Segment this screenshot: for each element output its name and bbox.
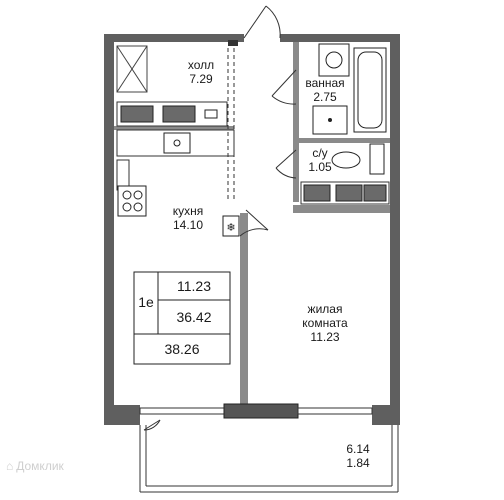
watermark-text: Домклик: [16, 459, 64, 473]
summary-table: [133, 271, 231, 365]
summary-living-area: 11.23: [177, 278, 211, 294]
living-room-label: жилая комната 11.23: [290, 302, 360, 344]
bottom-windows: [139, 403, 373, 419]
wall-top-left: [104, 34, 244, 42]
wardrobe: [116, 45, 148, 93]
exterior-walls: [104, 34, 400, 425]
living-area: 11.23: [310, 330, 340, 344]
hall-label: холл 7.29: [178, 58, 224, 86]
balcony-door: [143, 419, 161, 431]
wall-bath-wc: [293, 138, 390, 143]
wall-bottom-left: [104, 405, 140, 425]
summary-total-area: 36.42: [176, 309, 212, 325]
corridor-cabinets: [300, 181, 390, 205]
watermark: ⌂ Домклик: [6, 459, 64, 473]
living-name-2: комната: [302, 316, 348, 330]
bathroom-name: ванная: [305, 76, 345, 90]
entry-door: [243, 5, 281, 39]
living-name-1: жилая: [307, 302, 343, 316]
ventilation-icon: ❄: [222, 215, 240, 237]
washing-machine-icon: [318, 43, 350, 77]
bathroom-area: 2.75: [313, 90, 337, 104]
bathroom-door: [271, 69, 297, 105]
wall-hall-kitchen: [114, 126, 234, 130]
balcony: [139, 425, 399, 493]
balcony-label: 6.14 1.84: [338, 442, 378, 470]
svg-text:❄: ❄: [226, 221, 235, 234]
summary-total-with-balcony: 38.26: [164, 341, 200, 357]
stove-icon: [117, 185, 147, 217]
hall-name: холл: [187, 58, 215, 72]
wall-bottom-right: [372, 405, 400, 425]
electrical-panel: [228, 40, 238, 46]
bathroom-fixtures: [312, 43, 387, 135]
wc-area: 1.05: [308, 160, 332, 174]
balcony-area-reduced: 1.84: [346, 456, 370, 470]
bathroom-label: ванная 2.75: [296, 76, 354, 104]
kitchen-label: кухня 14.10: [164, 204, 212, 232]
hall-area: 7.29: [189, 72, 213, 86]
living-door: [239, 209, 269, 237]
toilet-icon: [331, 151, 361, 169]
kitchen-area: 14.10: [172, 218, 204, 232]
opening-line: [227, 48, 235, 200]
sink-icon: [173, 139, 181, 147]
wc-door: [275, 149, 297, 179]
interior-walls: [114, 42, 390, 413]
kitchen-counter: [116, 129, 235, 191]
wall-bath-left: [293, 42, 299, 202]
summary-rooms: 1е: [138, 294, 154, 310]
house-logo-icon: ⌂: [6, 459, 14, 473]
wall-kitchen-living: [240, 213, 248, 413]
wall-wc-living: [293, 205, 390, 213]
wall-right: [390, 34, 400, 424]
wc-fixtures: [331, 143, 385, 175]
balcony-area-full: 6.14: [346, 442, 370, 456]
kitchen-name: кухня: [172, 204, 204, 218]
hall-cabinets: [116, 101, 228, 127]
wall-left: [104, 34, 114, 424]
wall-top-right: [280, 34, 400, 42]
wc-label: с/у 1.05: [302, 146, 338, 174]
wc-name: с/у: [312, 146, 328, 160]
